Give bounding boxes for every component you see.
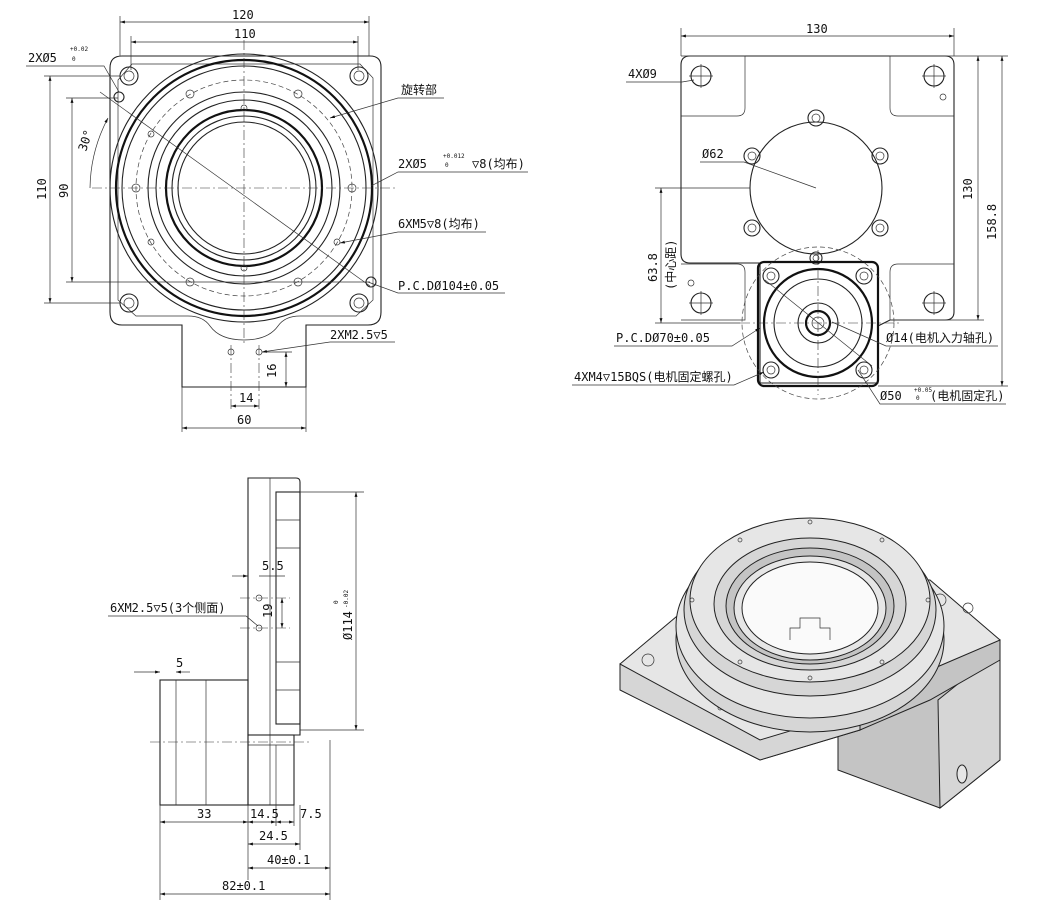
side-view-motor-adapter (159, 679, 249, 806)
dim-158-8: 158.8 (985, 204, 999, 240)
callout-pcd104: P.C.DØ104±0.05 (398, 279, 499, 293)
callout-side-threads: 6XM2.5▽5(3个侧面) (110, 601, 225, 615)
dim-16: 16 (265, 364, 279, 378)
dim-130-vertical: 130 (961, 178, 975, 200)
side-view-base (247, 734, 295, 806)
callout-fix-hole-tol-lower: 0 (916, 395, 920, 402)
dim-110: 110 (234, 27, 256, 41)
callout-rotating-part: 旋转部 (401, 82, 437, 97)
side-view-rotor (275, 491, 301, 725)
dim-center-distance: (中心距) (663, 240, 678, 290)
dim-19: 19 (261, 604, 275, 618)
dim-14-5: 14.5 (250, 807, 279, 821)
dim-60: 60 (237, 413, 251, 427)
callout-pin-top: 2XØ5 (28, 51, 57, 65)
dim-120: 120 (232, 8, 254, 22)
dim-40: 40±0.1 (267, 853, 310, 867)
dim-110-vertical: 110 (35, 178, 49, 200)
callout-pcd70: P.C.DØ70±0.05 (616, 331, 710, 345)
motor-view: 130 130 158.8 63.8 (中心距) 4XØ9 Ø62 P.C.DØ… (572, 22, 1008, 405)
dim-5: 5 (176, 656, 183, 670)
dim-90: 90 (57, 184, 71, 198)
boss-bolts (743, 109, 889, 265)
callout-motor-screws: 4XM4▽15BQS(电机固定螺孔) (574, 369, 733, 384)
callout-input-shaft: Ø14(电机入力轴孔) (886, 330, 994, 345)
dim-33: 33 (197, 807, 211, 821)
callout-m25-threads: 2XM2.5▽5 (330, 328, 388, 342)
callout-pin-side: 2XØ5 (398, 157, 427, 171)
dim-63-8: 63.8 (646, 253, 660, 282)
dim-5-5: 5.5 (262, 559, 284, 573)
callout-holes-d9: 4XØ9 (628, 67, 657, 81)
callout-m5-threads: 6XM5▽8(均布) (398, 217, 480, 231)
callout-fix-hole: Ø50 (880, 389, 902, 403)
dim-24-5: 24.5 (259, 829, 288, 843)
callout-pin-top-tol-upper: +0.02 (70, 46, 88, 53)
top-view-body-inner (117, 63, 374, 341)
isometric-view (619, 517, 1001, 810)
motor-corner-holes (687, 64, 947, 315)
callout-fix-hole-tail: (电机固定孔) (930, 388, 1004, 403)
callout-pin-side-tol-upper: +0.012 (443, 153, 465, 160)
callout-pin-top-tol-lower: 0 (72, 56, 76, 63)
callout-fix-hole-tol-upper: +0.05 (914, 387, 932, 394)
dim-d114: Ø114 (341, 611, 355, 640)
motor-screw-holes (762, 267, 873, 379)
dim-7-5: 7.5 (300, 807, 322, 821)
callout-pin-side-tol-lower: 0 (445, 162, 449, 169)
top-view: 120 110 110 90 30° 60 14 16 2XØ5 +0.02 (26, 8, 528, 432)
dim-14: 14 (239, 391, 253, 405)
dim-d114-tol-upper: 0 (333, 600, 340, 604)
side-view: Ø114 0 -0.02 5.5 19 5 33 14.5 7.5 24.5 4 (108, 477, 364, 900)
dim-130-horizontal: 130 (806, 22, 828, 36)
callout-pin-side-tail: ▽8(均布) (472, 157, 525, 171)
callout-d62: Ø62 (702, 147, 724, 161)
dim-angle-30: 30° (76, 128, 96, 153)
iso-bolt-dots (689, 519, 931, 681)
dim-82: 82±0.1 (222, 879, 265, 893)
dim-d114-tol-lower: -0.02 (343, 590, 350, 608)
